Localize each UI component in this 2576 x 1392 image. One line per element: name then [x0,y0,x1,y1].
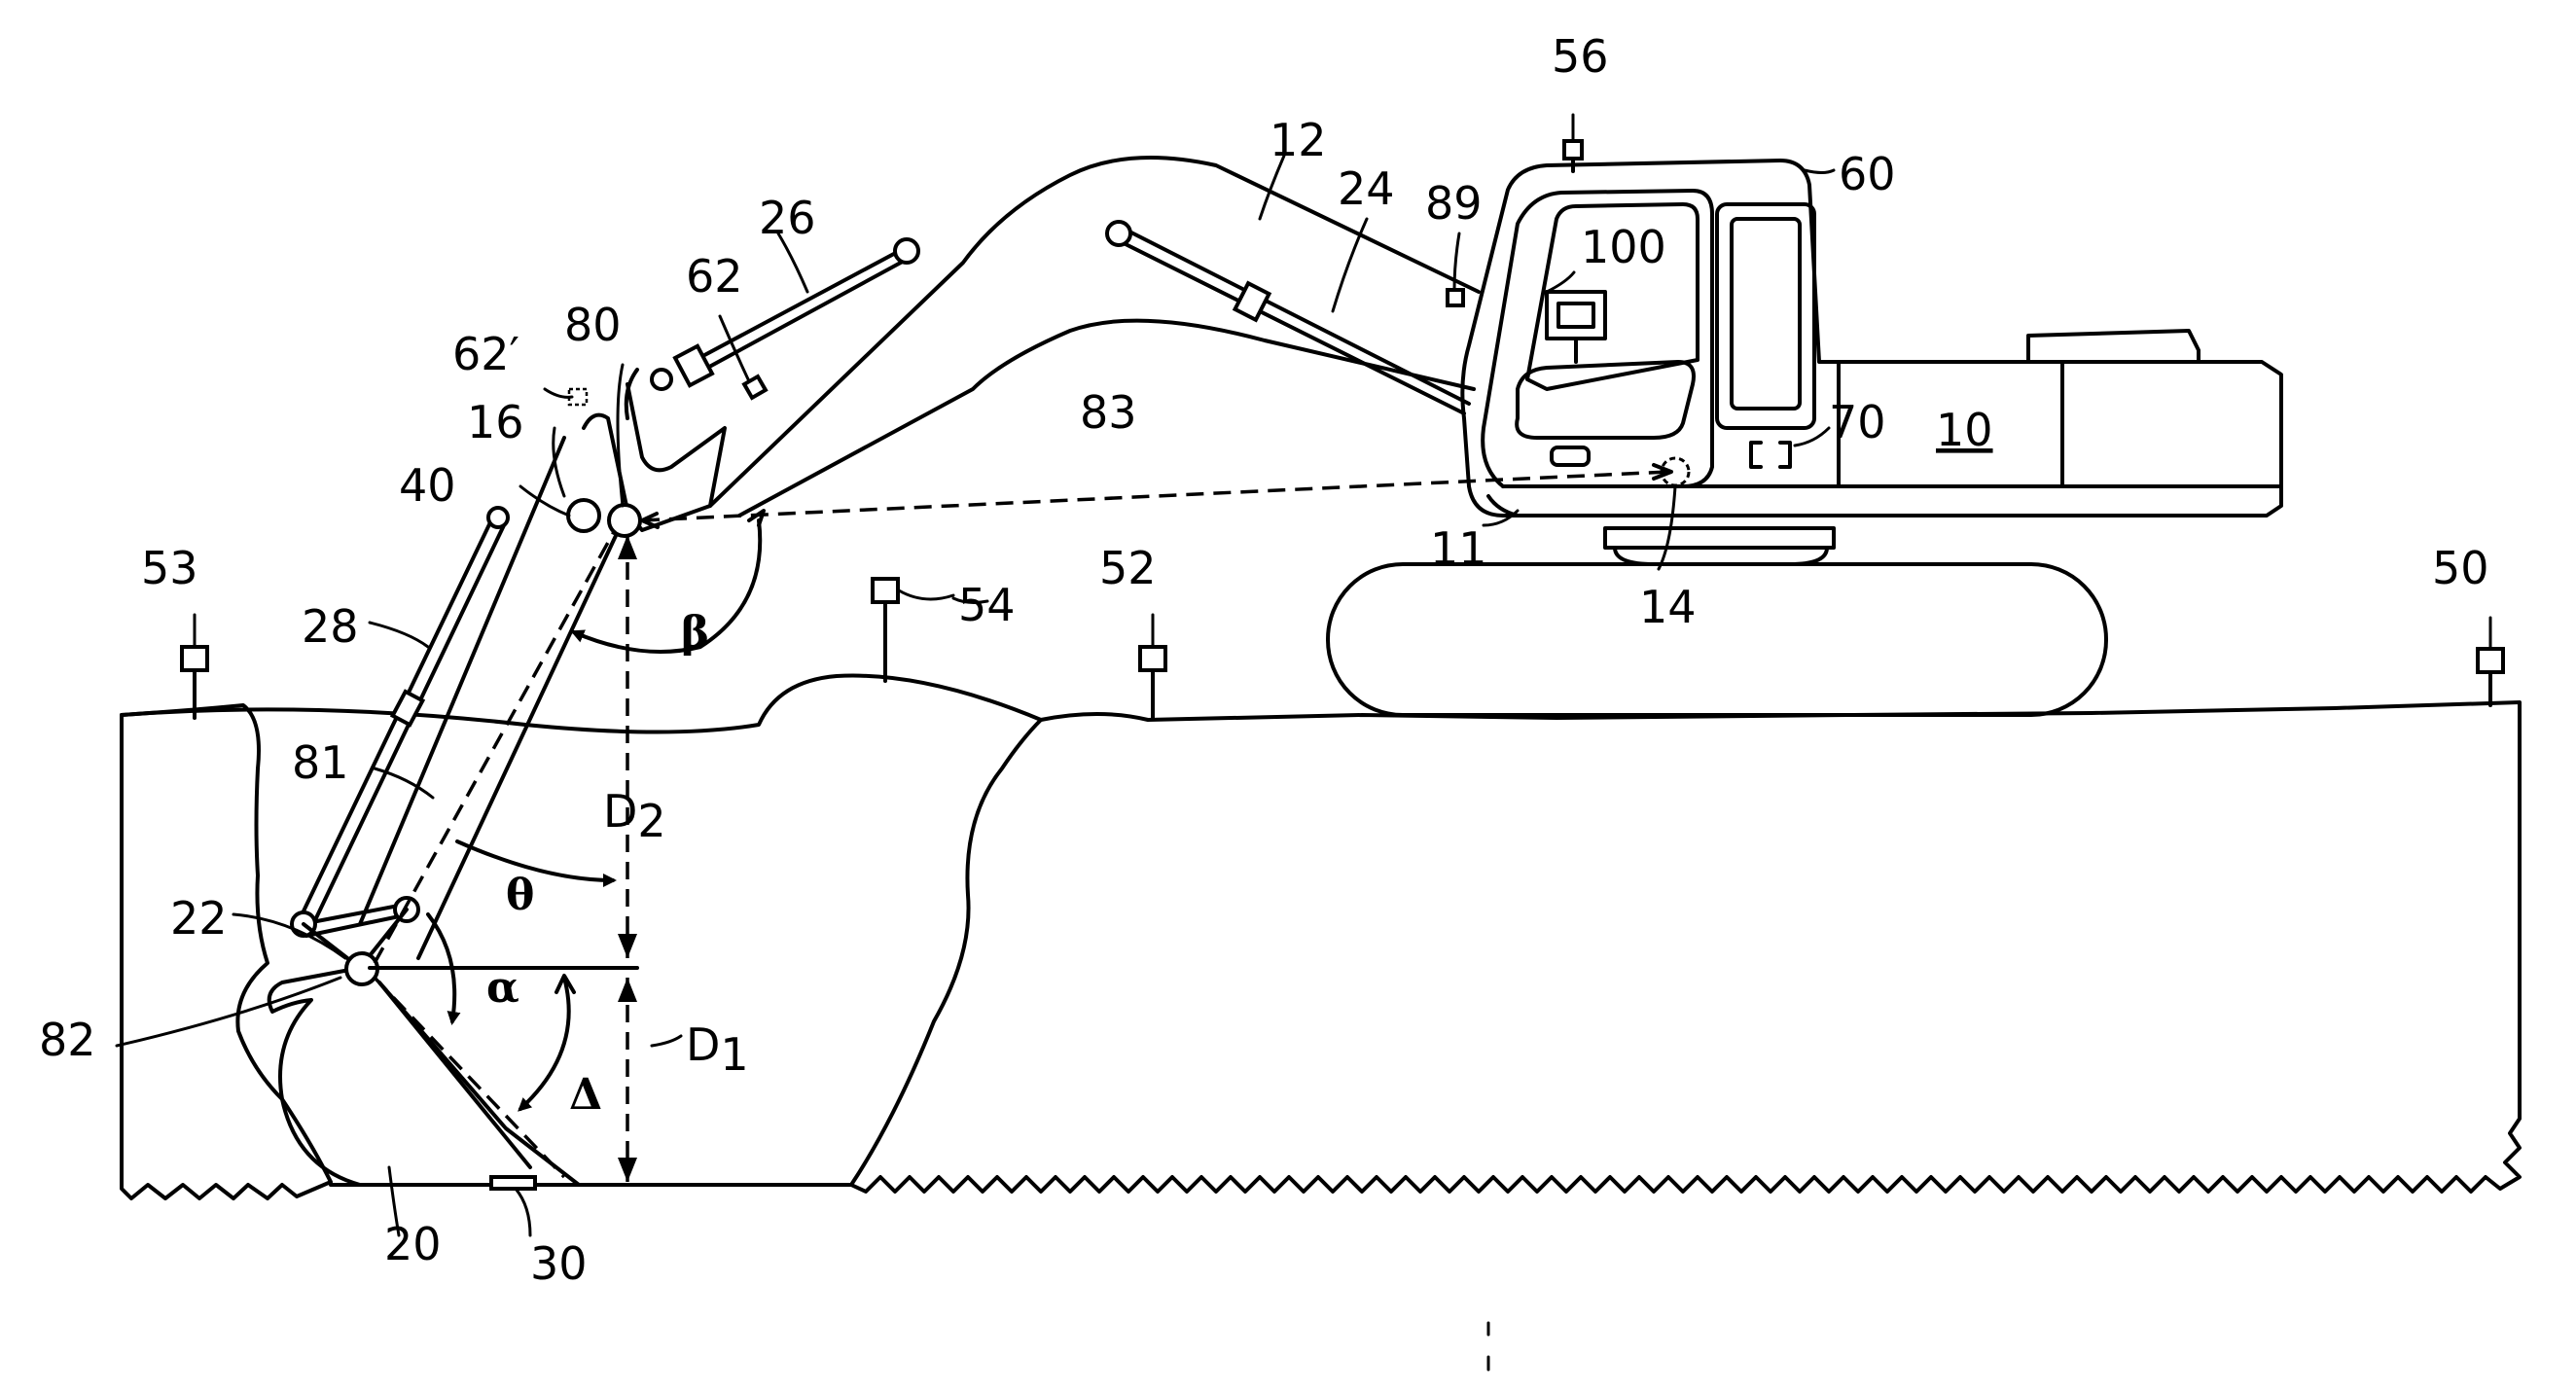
turntable [1603,526,1836,550]
label-89: 89 [1425,177,1483,230]
upper-body [1460,159,2283,518]
label-22: 22 [170,892,228,945]
label-56: 56 [1552,30,1609,83]
track [1326,562,2108,717]
stake-markers [180,577,2505,720]
ground-surface [120,673,1043,734]
label-delta: Δ [569,1070,602,1120]
label-10: 10 [1936,404,1993,456]
label-16: 16 [467,396,524,448]
label-82: 82 [39,1014,96,1066]
bucket-outline [267,966,581,1187]
label-theta: θ [506,871,534,920]
label-70: 70 [1829,396,1886,448]
label-50: 50 [2432,542,2489,594]
label-62-prime: 62′ [452,328,519,380]
controller-70 [1749,441,1792,469]
stick [290,412,642,970]
boom [567,156,1481,532]
stick-outline [358,412,629,960]
label-alpha: α [486,963,519,1013]
theta-arc [455,839,617,887]
label-20: 20 [384,1218,442,1270]
sensor-40 [566,498,601,533]
excavator [1326,113,2283,717]
label-62: 62 [686,250,743,303]
label-11: 11 [1430,522,1487,575]
label-30: 30 [530,1237,588,1290]
right-rock [849,700,2522,1194]
label-14: 14 [1639,581,1697,633]
delta-arc [518,976,571,1112]
label-52: 52 [1099,542,1157,594]
label-80: 80 [564,299,622,351]
stake-50 [2476,616,2505,707]
label-53: 53 [141,542,198,594]
cab-window [1525,202,1699,391]
beta-arc [570,518,763,654]
display-box [1545,290,1607,340]
boom-outline [708,156,1481,518]
label-54: 54 [958,579,1016,631]
label-83: 83 [1080,386,1137,439]
line-81 [373,529,617,964]
stake-53 [180,613,209,720]
label-d2: D2 [603,785,666,847]
label-26: 26 [759,192,816,244]
label-28: 28 [302,600,359,653]
measurement-lines [368,463,1673,1372]
bucket [267,951,581,1191]
label-100: 100 [1581,221,1666,273]
cab-rear-window [1730,217,1802,410]
leader-lines [115,154,1836,1237]
label-60: 60 [1839,148,1896,200]
stake-52 [1138,613,1167,720]
bucket-tip-30 [489,1175,537,1191]
stake-54 [871,577,955,683]
label-24: 24 [1338,162,1395,215]
label-beta: β [681,608,709,658]
alpha-arc [426,912,461,1025]
label-81: 81 [292,736,349,789]
label-d1: D1 [686,1018,749,1081]
line-83 [641,470,1669,522]
ground [120,673,2522,1200]
label-12: 12 [1270,114,1327,166]
label-40: 40 [399,459,456,512]
reference-numerals: 56 12 24 89 60 100 70 10 11 14 83 26 62 … [39,30,2489,1290]
